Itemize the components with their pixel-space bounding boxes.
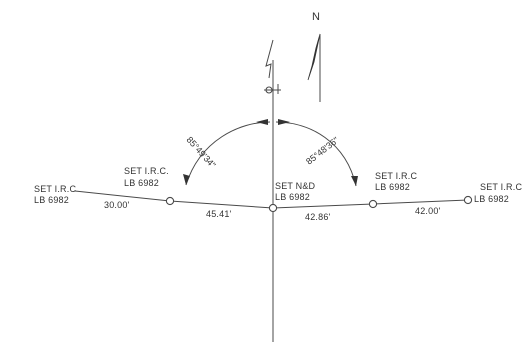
centerline-break-icon [265,39,274,79]
monument-inner-left-line1: SET I.R.C. [124,166,169,176]
monument-center-icon [268,203,278,213]
monument-center-line1: SET N&D [275,181,316,191]
distance-left-outer: 30.00' [104,200,130,210]
traverse-line-left-inner [169,200,274,209]
monument-inner-right-icon [368,199,378,209]
distance-right-inner: 42.86' [305,212,331,222]
north-arrow-icon [307,33,321,102]
monument-far-right-icon [463,195,473,205]
traverse-line-right-outer [372,199,469,205]
north-label: N [312,11,320,23]
arc-arrowhead-right-icon [351,176,358,186]
monument-far-left-line2: LB 6982 [34,195,69,205]
arc-arrowhead-top-left-icon [256,119,268,125]
monument-inner-left-line2: LB 6982 [124,178,159,188]
distance-right-outer: 42.00' [415,206,441,216]
arc-arrowhead-top-right-icon [278,119,290,125]
traverse-line-left-outer [74,190,171,202]
monument-inner-right-line2: LB 6982 [375,182,410,192]
monument-far-left-line1: SET I.R.C [34,184,76,194]
monument-center-line2: LB 6982 [275,192,310,202]
monument-inner-right-line1: SET I.R.C [375,171,417,181]
traverse-line-right-inner [272,203,374,209]
arc-arrowhead-left-icon [183,174,190,185]
monument-inner-left-icon [165,196,175,206]
centerline-marker-icon [264,84,281,94]
distance-left-inner: 45.41' [206,209,232,219]
monument-far-right-line2: LB 6982 [474,194,509,204]
monument-far-right-line1: SET I.R.C [480,182,522,192]
angle-label-left: 85°49'34" [185,135,218,170]
angle-label-right: 85°48'36" [304,135,341,167]
